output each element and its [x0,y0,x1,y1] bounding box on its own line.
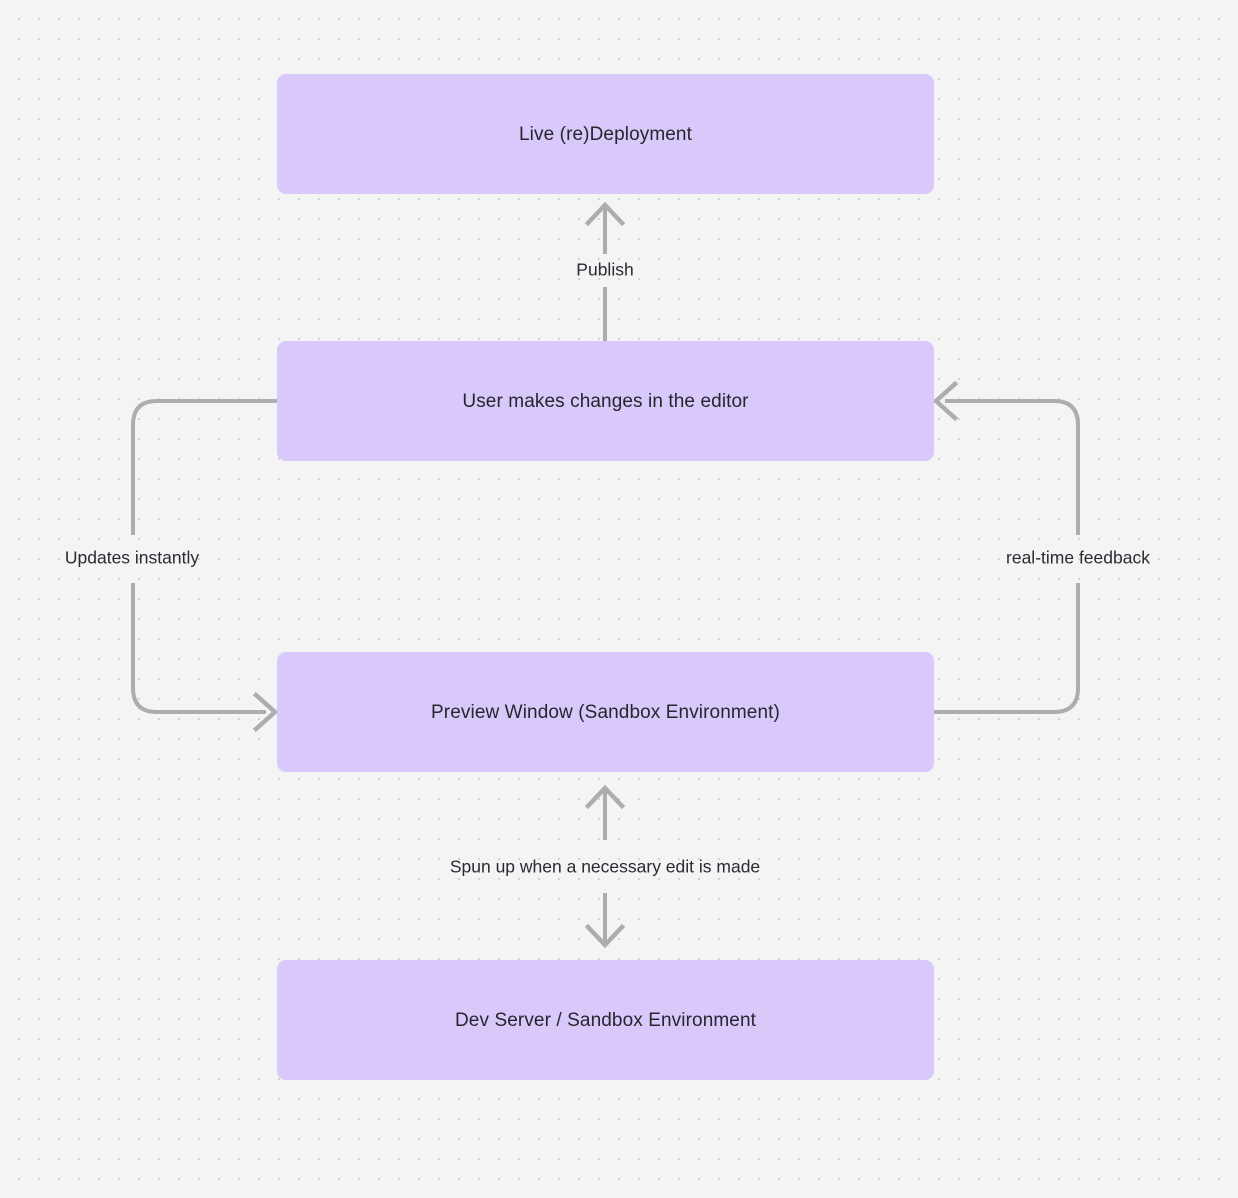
edge-updates-instantly-lower-path [131,583,266,714]
node-dev-server-label: Dev Server / Sandbox Environment [454,1009,756,1031]
edge-publish-arrowhead-up [584,201,626,227]
edge-spun-up-arrowhead-up [584,784,626,810]
edge-spun-up [584,784,626,949]
node-live-deployment-label: Live (re)Deployment [519,123,692,145]
edge-updates-instantly [131,399,279,733]
edge-real-time-feedback-upper-path [945,399,1080,535]
edge-updates-instantly-upper-path [131,399,277,535]
edge-label-updates-instantly: Updates instantly [64,547,200,568]
edge-label-publish: Publish [576,259,634,280]
node-dev-server[interactable]: Dev Server / Sandbox Environment [277,960,934,1080]
edge-updates-instantly-arrowhead-right [252,691,279,733]
edge-label-real-time-feedback: real-time feedback [1006,547,1150,568]
edge-real-time-feedback-lower-path [934,583,1080,714]
node-user-edits-label: User makes changes in the editor [462,390,749,412]
edge-spun-up-arrowhead-down [584,923,626,949]
node-user-edits[interactable]: User makes changes in the editor [277,341,934,461]
edge-publish [584,201,626,341]
edge-real-time-feedback-arrowhead-left [932,380,959,422]
node-live-deployment[interactable]: Live (re)Deployment [277,74,934,194]
edge-label-spun-up: Spun up when a necessary edit is made [449,856,761,877]
node-preview-window-label: Preview Window (Sandbox Environment) [431,701,780,723]
edge-real-time-feedback [932,380,1080,714]
node-preview-window[interactable]: Preview Window (Sandbox Environment) [277,652,934,772]
